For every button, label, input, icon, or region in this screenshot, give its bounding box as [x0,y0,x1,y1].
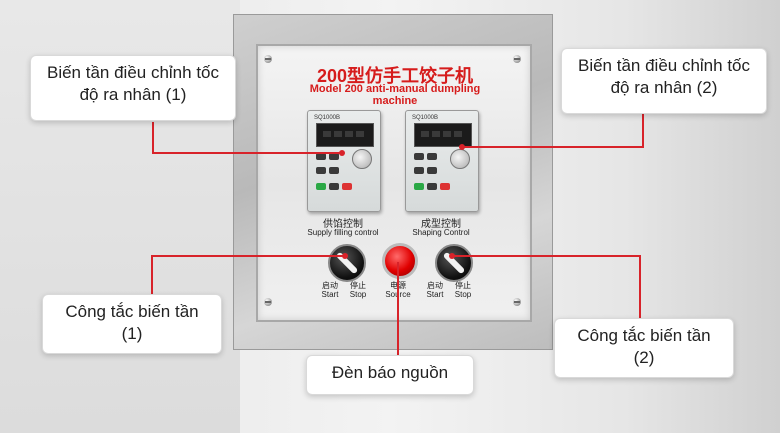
key-icon[interactable] [329,167,339,174]
switch-right-start-cn: 启动 [427,281,443,290]
right-inverter-label-cn: 成型控制 [421,219,461,230]
inverter-display [316,123,374,147]
screw-icon [264,55,272,63]
left-inverter-label-en: Supply filling control [307,228,379,237]
screw-icon [513,55,521,63]
key-icon[interactable] [316,167,326,174]
stop-key-icon[interactable] [342,183,352,190]
callout-inverter2: Biến tần điều chỉnh tốc độ ra nhân (2) [561,48,767,114]
inverter-brand: SQ1000B [314,115,341,121]
stop-key-icon[interactable] [440,183,450,190]
inverter-keypad [414,151,450,203]
switch-left-stop-en: Stop [349,290,367,299]
rotary-switch-right[interactable] [435,244,473,282]
switch-lever-icon [335,251,359,275]
callout-power-lamp: Đèn báo nguồn [306,355,474,395]
inverter-left[interactable]: SQ1000B [307,110,381,212]
left-inverter-label-cn: 供馅控制 [323,219,363,230]
key-icon[interactable] [427,153,437,160]
inverter-brand: SQ1000B [412,115,439,121]
inverter-right[interactable]: SQ1000B [405,110,479,212]
callout-switch2: Công tắc biến tần (2) [554,318,734,378]
speed-knob-icon[interactable] [352,149,372,169]
key-icon[interactable] [329,153,339,160]
screw-icon [264,298,272,306]
run-key-icon[interactable] [414,183,424,190]
switch-lever-icon [442,251,466,275]
right-inverter-label-en: Shaping Control [412,228,470,237]
inverter-keypad [316,151,352,203]
panel-title-en: Model 200 anti-manual dumpling machine [309,83,481,107]
power-indicator-lamp [382,243,418,279]
key-icon[interactable] [427,167,437,174]
switch-left-stop-cn: 停止 [350,281,366,290]
switch-left-start-en: Start [321,290,339,299]
callout-switch1: Công tắc biến tần (1) [42,294,222,354]
callout-inverter1: Biến tần điều chỉnh tốc độ ra nhân (1) [30,55,236,121]
switch-right-stop-en: Stop [454,290,472,299]
screw-icon [513,298,521,306]
key-icon[interactable] [414,153,424,160]
switch-right-start-en: Start [426,290,444,299]
inverter-display [414,123,472,147]
panel-title-cn: 200型仿手工饺子机 [316,66,474,86]
key-icon[interactable] [316,153,326,160]
speed-knob-icon[interactable] [450,149,470,169]
rotary-switch-left[interactable] [328,244,366,282]
key-icon[interactable] [414,167,424,174]
key-icon[interactable] [329,183,339,190]
run-key-icon[interactable] [316,183,326,190]
key-icon[interactable] [427,183,437,190]
lamp-label-en: Source [385,290,411,299]
